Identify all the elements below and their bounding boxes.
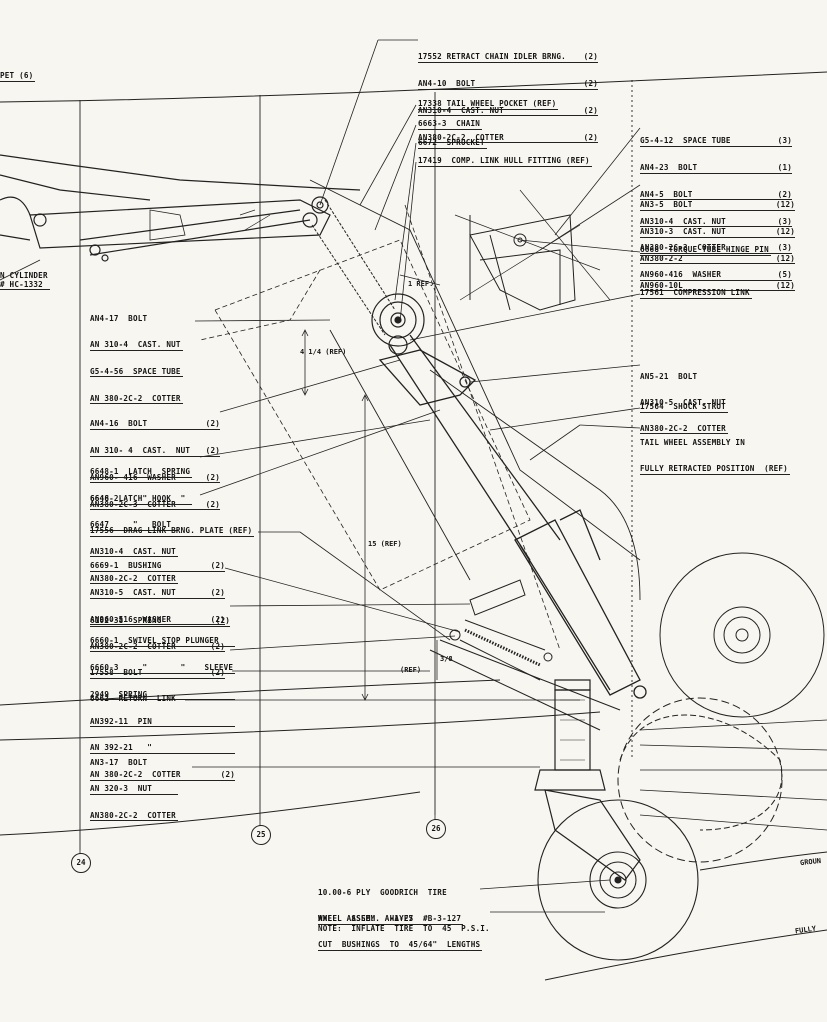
leader-lines: [0, 39, 827, 913]
dimension-1-ref: 1 REF.: [408, 280, 434, 288]
station-24-bubble: 24: [71, 853, 91, 873]
chain-callout: 6663-3 CHAIN: [418, 119, 483, 130]
dimension-3-8: 3/8: [440, 655, 453, 663]
tire-callout: 10.00-6 PLY GOODRICH TIRE WHEEL ASSEM. H…: [318, 888, 464, 925]
tail-pocket-callout: 17338 TAIL WHEEL POCKET (REF): [418, 99, 559, 110]
tail-wheel: [537, 799, 699, 961]
latch-hook-callout: 6646 LATCH HOOK 6647 " BOLT AN310-4 CAST…: [90, 494, 178, 585]
shock-strut: [378, 334, 647, 699]
fork-assembly: [534, 679, 641, 881]
retract-arm: [0, 154, 361, 262]
torque-linkage: [454, 189, 611, 311]
space-tube-callout: G5-4-12 SPACE TUBE(3) AN4-23 BOLT(1) AN4…: [640, 136, 792, 281]
retracted-wheel: [617, 552, 825, 863]
shock-strut-callout: 17564 SHOCK STRUT: [640, 402, 728, 413]
spring-6102-callout: 6102-38 SPRING(2): [90, 616, 230, 627]
bolt-an3-5-callout: AN3-5 BOLT(12) AN310-3 CAST. NUT(12) AN3…: [640, 200, 795, 292]
bolt-an4-17-callout: AN4-17 BOLT AN 310-4 CAST. NUT G5-4-56 S…: [90, 314, 183, 405]
sprocket: [371, 293, 425, 355]
dimension-15-ref: 15 (REF): [368, 540, 402, 548]
bolt-an5-21-callout: AN5-21 BOLT AN310-5 CAST. NUT AN380-2C-2…: [640, 372, 728, 435]
station-26-bubble: 26: [426, 819, 446, 839]
bolt-an3-17-callout: AN3-17 BOLT AN 320-3 NUT AN380-2C-2 COTT…: [90, 758, 178, 822]
axle-callout: AXLE ASSEM. A-1-27 CUT BUSHINGS TO 45/64…: [318, 914, 483, 951]
pet-partial-label: PET (6): [0, 71, 36, 82]
latch-spring-callout: 6648-1 LATCH SPRING 6648-2 " ": [90, 467, 193, 505]
drag-link-callout: 17556 DRAG LINK BRNG. PLATE (REF): [90, 526, 255, 537]
dimension-ref: (REF): [400, 666, 422, 674]
retracted-position-callout: TAIL WHEEL ASSEMBLY IN FULLY RETRACTED P…: [640, 438, 790, 475]
cylinder-partial-label: N CYLINDER# HC-1332: [0, 271, 50, 291]
compression-link-callout: 17561 COMPRESSION LINK: [640, 288, 752, 299]
hull-fitting-callout: 17419 COMP. LINK HULL FITTING (REF): [418, 156, 592, 167]
plunger-callout: 6660-1 SWIVEL STOP PLUNGER 6660-3 " " SL…: [90, 636, 235, 781]
sprocket-callout: 6672 SPROCKET: [418, 138, 487, 149]
latch-spring: [429, 579, 621, 731]
dimension-4-ref: 4 1/4 (REF): [300, 348, 347, 356]
inflation-note: NOTE: INFLATE TIRE TO 45 P.S.I.: [318, 924, 490, 933]
dimension-lines: [301, 274, 441, 701]
torque-pin-callout: 6668 TORQUE TUBE HINGE PIN: [640, 245, 771, 256]
station-25-bubble: 25: [251, 825, 271, 845]
return-link-callout: 6662 RETURN LINK: [90, 694, 176, 703]
idler-bearing-callout: 17552 RETRACT CHAIN IDLER BRNG.(2) AN4-1…: [418, 52, 598, 144]
chain: [311, 199, 396, 336]
hull-contours: [0, 71, 827, 981]
